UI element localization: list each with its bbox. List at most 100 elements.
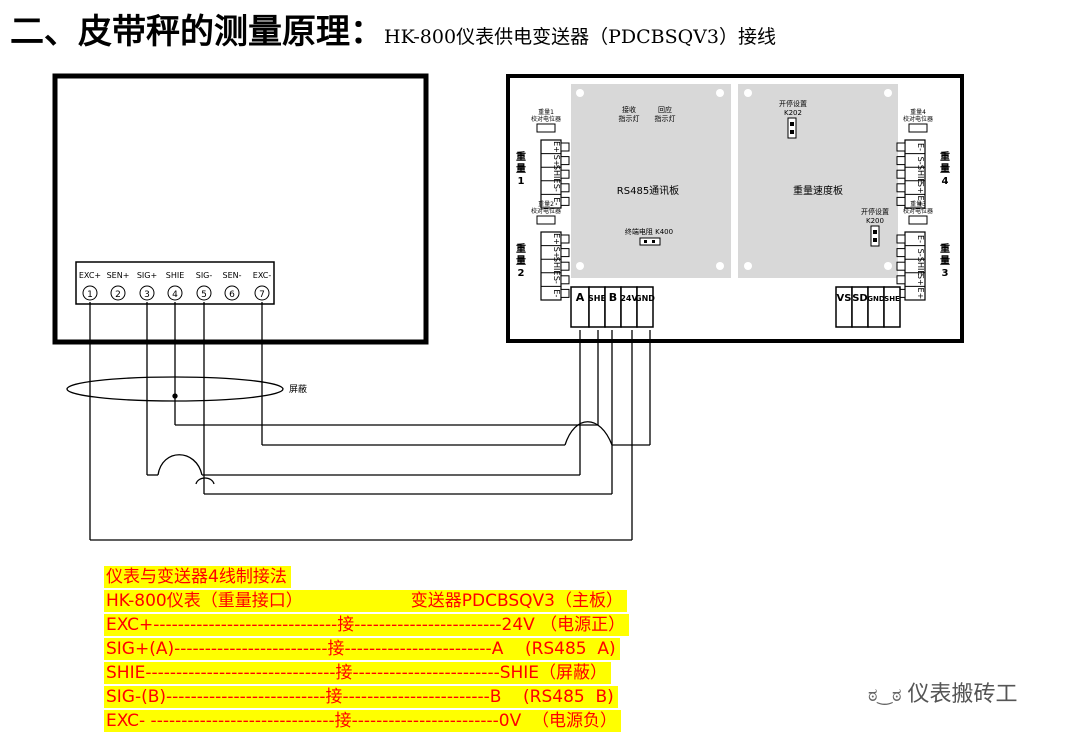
recv-led-label-1: 接收 — [622, 105, 636, 114]
load-cell-pin: SHIE — [552, 257, 561, 276]
pot-label-2: 校对电位器 — [903, 207, 933, 215]
load-cell-pin: E+ — [552, 233, 561, 245]
terminal-screw — [560, 261, 570, 271]
terminal-number: 1 — [87, 290, 93, 300]
switch-bottom-label-1: 开停设置 — [861, 207, 889, 216]
title-main: 二、皮带秤的测量原理： — [10, 12, 384, 52]
terminal-circle — [139, 285, 155, 301]
load-cell-label: 4 — [942, 176, 949, 187]
potentiometer — [908, 215, 928, 225]
load-cell-label: 3 — [942, 268, 949, 279]
pot-label-1: 重量4 — [910, 108, 926, 116]
bottom-terminal-label: A — [576, 291, 585, 304]
load-cell-pin: S+ — [916, 274, 925, 286]
switch-top-label-2: K202 — [784, 109, 802, 117]
bottom-terminal — [620, 286, 638, 328]
switch-bottom-jumper — [870, 225, 880, 247]
terminal-screw — [560, 196, 570, 206]
terminal-screw — [896, 234, 906, 244]
potentiometer — [908, 123, 928, 133]
terminal-screw — [560, 142, 570, 152]
terminal-circle — [254, 285, 270, 301]
bottom-terminal — [636, 286, 654, 328]
load-cell-label: 1 — [518, 176, 525, 187]
terminal-number: 5 — [201, 290, 207, 300]
terminal-label: SHIE — [166, 271, 185, 280]
title-sub: HK-800仪表供电变送器（PDCBSQV3）接线 — [384, 26, 776, 48]
terminal-screw — [560, 288, 570, 298]
terminal-number: 2 — [115, 290, 121, 300]
terminal-circle — [82, 285, 98, 301]
resp-led-label-1: 回应 — [658, 105, 672, 114]
bottom-terminal — [588, 286, 606, 328]
terminal-screw — [896, 156, 906, 166]
potentiometer — [536, 123, 556, 133]
resp-led-label-2: 指示灯 — [655, 114, 676, 123]
load-cell-pin: E- — [552, 197, 561, 205]
instrument-box — [52, 73, 429, 345]
pot-label-2: 校对电位器 — [531, 207, 561, 215]
terminal-circle — [224, 285, 240, 301]
load-cell-pin: E+ — [916, 288, 925, 300]
watermark-text: 仪表搬砖工 — [907, 682, 1018, 707]
terminal-number: 4 — [172, 290, 178, 300]
load-cell-label: 2 — [518, 268, 525, 279]
terminal-screw — [896, 142, 906, 152]
terminal-circle — [110, 285, 126, 301]
pot-label-2: 校对电位器 — [531, 115, 561, 123]
load-cell-label: 重 — [940, 242, 950, 255]
terminal-screw — [560, 248, 570, 258]
load-cell-pin: S+ — [916, 182, 925, 194]
terminal-screw — [560, 156, 570, 166]
terminal-screw — [896, 169, 906, 179]
page-title: 二、皮带秤的测量原理：HK-800仪表供电变送器（PDCBSQV3）接线 — [10, 4, 776, 54]
terminal-screw — [896, 196, 906, 206]
term-resistor-jumper — [639, 237, 661, 246]
transmitter-box — [506, 74, 964, 343]
bottom-terminal — [883, 286, 901, 328]
note-line: SIG+(A)-------------------------接-------… — [104, 638, 620, 660]
load-cell-pin: S+ — [552, 155, 561, 167]
terminal-screw — [896, 248, 906, 258]
terminal-circle — [196, 285, 212, 301]
load-cell-pin: E+ — [916, 196, 925, 208]
pot-label-1: 重量2 — [538, 200, 554, 208]
bottom-terminal-label: VS — [837, 293, 852, 304]
terminal-circle — [167, 285, 183, 301]
terminal-label: SEN- — [222, 271, 241, 280]
load-cell-pin: S+ — [552, 247, 561, 259]
load-cell-label: 量 — [940, 254, 950, 267]
terminal-label: SIG- — [196, 271, 213, 280]
switch-top-jumper — [787, 117, 797, 139]
terminal-screw — [896, 183, 906, 193]
note-line: SIG-(B)--------------------------接------… — [104, 686, 618, 708]
load-cell-label: 重 — [516, 242, 526, 255]
note-line: SHIE-------------------------------接----… — [104, 662, 612, 684]
bottom-terminal-label: GND — [635, 294, 655, 303]
load-cell-pin: S- — [552, 184, 561, 192]
terminal-label: EXC- — [253, 271, 272, 280]
switch-top-label-1: 开停设置 — [779, 99, 807, 108]
bottom-terminal-label: 24V — [620, 294, 638, 303]
note-line: EXC- ------------------------------接----… — [104, 710, 622, 732]
bottom-terminal-label: B — [609, 291, 617, 304]
switch-bottom-label-2: K200 — [866, 217, 884, 225]
load-cell-terminals: 重量1校对电位器E+S+SHIES-E-重量1重量2校对电位器E+S+SHIES… — [516, 108, 950, 301]
terminal-label: SEN+ — [107, 271, 130, 280]
recv-led-label-2: 指示灯 — [619, 114, 640, 123]
note-line: HK-800仪表（重量接口） 变送器PDCBSQV3（主板） — [104, 590, 627, 612]
terminal-screw — [560, 169, 570, 179]
terminal-label: SIG+ — [137, 271, 157, 280]
terminal-screw — [560, 275, 570, 285]
wechat-icon: ಠ‿ಠ — [868, 685, 902, 706]
load-cell-label: 量 — [516, 162, 526, 175]
load-cell-label: 量 — [940, 162, 950, 175]
load-cell-pin: S- — [916, 249, 925, 257]
load-cell-pin: SHIE — [552, 165, 561, 184]
terminal-number: 7 — [259, 290, 265, 300]
